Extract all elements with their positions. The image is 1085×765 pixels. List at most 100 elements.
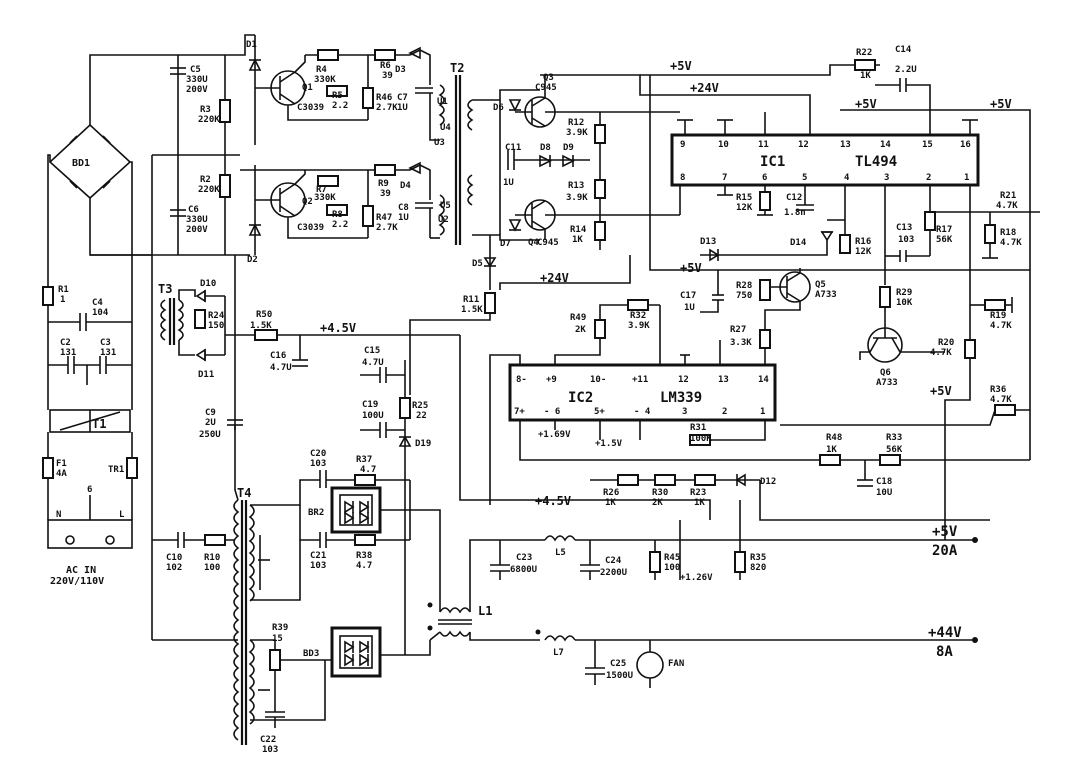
d19-label: D19 — [415, 439, 431, 449]
ic2-pin8: 8- — [516, 375, 527, 385]
r24-label: R24 — [208, 311, 225, 321]
c24-value: 2200U — [600, 568, 627, 578]
q2-label: Q2 — [302, 197, 313, 207]
r4-label: R4 — [316, 65, 327, 75]
c14-value: 2.2U — [895, 65, 917, 75]
ic2-part: LM339 — [660, 390, 702, 406]
output-8a-label: 8A — [936, 644, 953, 660]
ic2-pin4: - 4 — [634, 407, 651, 417]
r50-label: R50 — [256, 310, 272, 320]
r39-value: 15 — [272, 634, 283, 644]
r32-value: 3.9K — [628, 321, 650, 331]
t2-label: T2 — [450, 61, 464, 75]
r19-value: 4.7K — [990, 321, 1012, 331]
r21-value: 4.7K — [996, 201, 1018, 211]
ic1-pin3: 3 — [884, 173, 889, 183]
r18-value: 4.7K — [1000, 238, 1022, 248]
r48-label: R48 — [826, 433, 842, 443]
transformer-t3: T3 — [158, 282, 184, 345]
r25-value: 22 — [416, 411, 427, 421]
c22-label: C22 — [260, 735, 276, 745]
ac-in-label: AC IN — [66, 565, 96, 576]
q3-label: Q3 — [543, 73, 554, 83]
ic2-label: IC2 — [568, 390, 593, 406]
ic1-pin14: 14 — [880, 140, 891, 150]
ic1-pin1: 1 — [964, 173, 969, 183]
ic1-pin8: 8 — [680, 173, 685, 183]
ic2-pin1: 1 — [760, 407, 765, 417]
r8-label: R8 — [332, 210, 343, 220]
r33-value: 56K — [886, 445, 903, 455]
r4-value: 330K — [314, 75, 336, 85]
c15-label: C15 — [364, 346, 380, 356]
c7-label: C7 — [397, 93, 408, 103]
r30-value: 2K — [652, 498, 663, 508]
l1-label: L1 — [478, 604, 492, 618]
r29-label: R29 — [896, 288, 912, 298]
ic1-tl494: 9 10 11 12 13 14 15 16 IC1 TL494 8 7 6 5… — [670, 133, 980, 187]
ic1-label: IC1 — [760, 154, 785, 170]
r7-label: R7 — [316, 185, 327, 195]
output-5v-label: +5V — [932, 524, 958, 540]
q2-value: C3039 — [297, 223, 324, 233]
output-inductor-l1: L1 — [427, 602, 492, 637]
ic2-pin10: 10- — [590, 375, 606, 385]
r2-label: R2 — [200, 175, 211, 185]
ic2-pin3: 3 — [682, 407, 687, 417]
r17-label: R17 — [936, 225, 952, 235]
v169-label: +1.69V — [538, 430, 571, 440]
r36-value: 4.7K — [990, 395, 1012, 405]
bridge-br2: BR2 — [308, 486, 382, 534]
ic1-pin5: 5 — [802, 173, 807, 183]
ic2-pin7: 7+ — [514, 407, 525, 417]
r12-label: R12 — [568, 118, 584, 128]
bridge-bd3: BD3 — [303, 626, 382, 678]
r38-value: 4.7 — [356, 561, 372, 571]
t4-label: T4 — [237, 486, 251, 500]
q3-value: C945 — [535, 83, 557, 93]
output-44v-label: +44V — [928, 625, 962, 641]
ic2-pin6: - 6 — [544, 407, 560, 417]
u5-label: U5 — [440, 201, 451, 211]
r50-value: 1.5K — [250, 321, 272, 331]
r22-label: R22 — [856, 48, 872, 58]
r33-label: R33 — [886, 433, 902, 443]
l-label: L — [119, 510, 125, 520]
c25-value: 1500U — [606, 671, 633, 681]
r28-value: 750 — [736, 291, 752, 301]
bd1-label: BD1 — [72, 158, 90, 169]
switch-6-label: 6 — [87, 485, 92, 495]
r48-value: 1K — [826, 445, 837, 455]
r11-value: 1.5K — [461, 305, 483, 315]
r32-label: R32 — [630, 311, 646, 321]
r10-label: R10 — [204, 553, 220, 563]
q6-label: Q6 — [880, 368, 891, 378]
d12-label: D12 — [760, 477, 776, 487]
r45-label: R45 — [664, 553, 680, 563]
r6-value: 39 — [382, 71, 393, 81]
r36-label: R36 — [990, 385, 1006, 395]
ic2-pin2: 2 — [722, 407, 727, 417]
ic1-pin11: 11 — [758, 140, 769, 150]
ic2-pin14: 14 — [758, 375, 769, 385]
v15-label: +1.5V — [595, 439, 623, 449]
c10-label: C10 — [166, 553, 182, 563]
c19-label: C19 — [362, 400, 378, 410]
u3-label: U3 — [434, 138, 445, 148]
ac-voltage-label: 220V/110V — [50, 576, 104, 587]
common-mode-choke-t1: T1 — [49, 409, 131, 433]
c23-value: 6800U — [510, 565, 537, 575]
ic1-pin4: 4 — [844, 173, 850, 183]
r27-value: 3.3K — [730, 338, 752, 348]
u4-label: U4 — [440, 123, 451, 133]
d4-label: D4 — [400, 181, 411, 191]
r27-label: R27 — [730, 325, 746, 335]
rail-5v-4: +5V — [680, 261, 702, 275]
tr1-label: TR1 — [108, 465, 124, 475]
rail-45v-1: +4.5V — [320, 321, 356, 335]
r22-value: 1K — [860, 71, 871, 81]
c19-value: 100U — [362, 411, 384, 421]
c2-value: 131 — [60, 348, 76, 358]
c18-value: 10U — [876, 488, 892, 498]
